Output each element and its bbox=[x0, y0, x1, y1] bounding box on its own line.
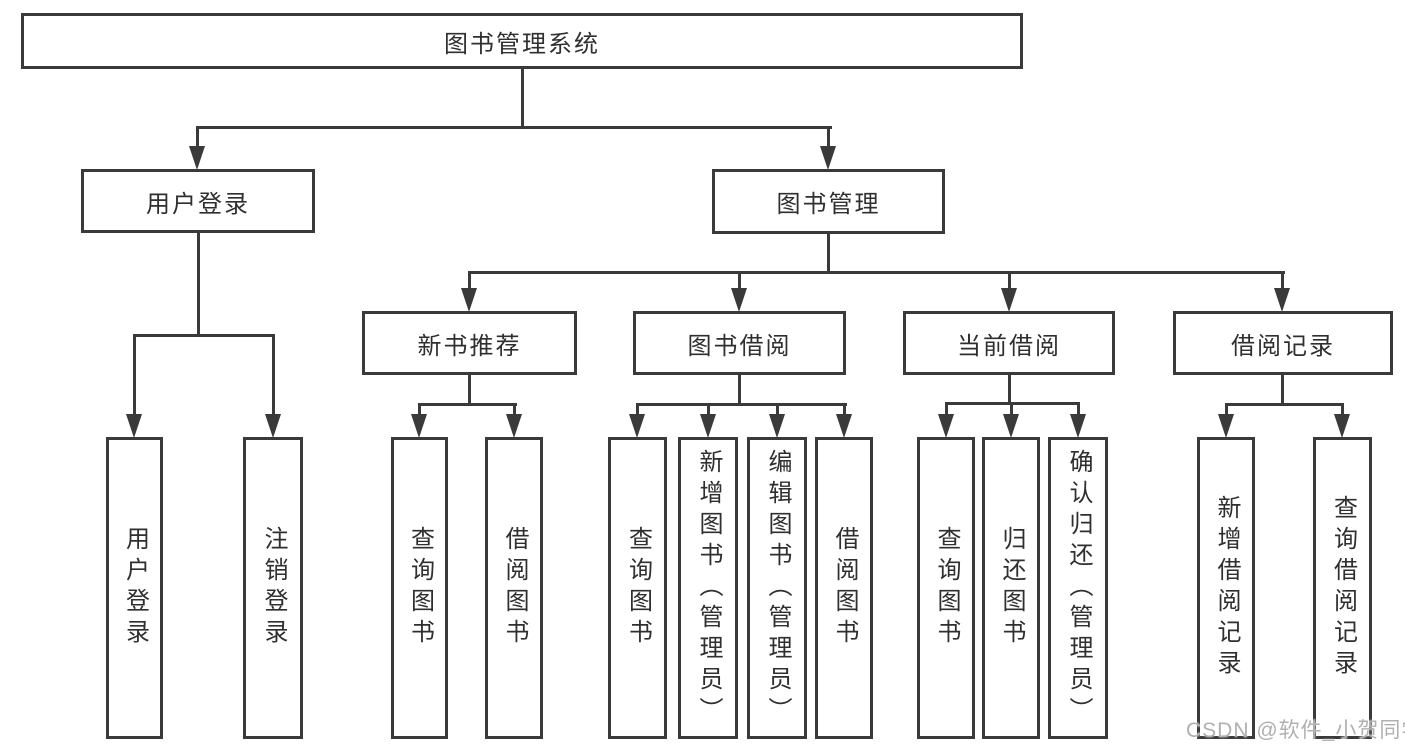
connector-line bbox=[196, 126, 832, 129]
connector-arrow-icon bbox=[1001, 288, 1017, 312]
node-label: 新增图书（管理员） bbox=[695, 448, 722, 728]
connector-arrow-icon bbox=[1003, 414, 1019, 438]
connector-arrow-icon bbox=[1218, 414, 1234, 438]
node-label: 用户登录 bbox=[121, 526, 149, 650]
node-label: 图书管理系统 bbox=[444, 30, 600, 58]
leaf-newrec-borrow-books: 借阅图书 bbox=[485, 437, 543, 739]
watermark: CSDN @软件_小贺同学 bbox=[1186, 719, 1405, 742]
node-label: 编辑图书（管理员） bbox=[764, 448, 791, 728]
connector-line bbox=[468, 375, 471, 406]
connector-arrow-icon bbox=[769, 414, 785, 438]
connector-arrow-icon bbox=[189, 146, 205, 170]
connector-line bbox=[133, 334, 275, 337]
node-label: 借阅图书 bbox=[501, 526, 528, 650]
connector-line bbox=[1008, 271, 1011, 293]
connector-line bbox=[133, 334, 136, 420]
connector-line bbox=[827, 234, 830, 274]
connector-arrow-icon bbox=[938, 414, 954, 438]
connector-line bbox=[843, 403, 846, 419]
connector-line bbox=[1077, 402, 1080, 419]
connector-arrow-icon bbox=[1070, 414, 1086, 438]
node-borrow-records: 借阅记录 bbox=[1173, 311, 1393, 375]
node-label: 注销登录 bbox=[260, 526, 287, 650]
connector-line bbox=[272, 334, 275, 420]
leaf-current-confirm-return-admin: 确认归还（管理员） bbox=[1048, 437, 1108, 739]
node-label: 查询图书 bbox=[406, 526, 434, 650]
connector-arrow-icon bbox=[629, 414, 645, 438]
connector-line bbox=[418, 403, 421, 419]
connector-arrow-icon bbox=[1334, 414, 1350, 438]
connector-arrow-icon bbox=[265, 414, 281, 438]
node-label: 新书推荐 bbox=[417, 332, 522, 360]
node-root: 图书管理系统 bbox=[21, 13, 1023, 69]
connector-arrow-icon bbox=[731, 288, 747, 312]
connector-arrow-icon bbox=[126, 414, 142, 438]
connector-arrow-icon bbox=[820, 146, 836, 170]
connector-line bbox=[636, 403, 639, 419]
node-new-book-recommend: 新书推荐 bbox=[362, 311, 577, 375]
leaf-current-return-books: 归还图书 bbox=[982, 437, 1040, 739]
leaf-current-query-books: 查询图书 bbox=[917, 437, 975, 739]
leaf-borrow-query-books: 查询图书 bbox=[608, 437, 667, 739]
connector-line bbox=[1010, 402, 1013, 419]
connector-line bbox=[1281, 271, 1284, 293]
leaf-newrec-query-books: 查询图书 bbox=[391, 437, 448, 739]
node-label: 当前借阅 bbox=[957, 332, 1061, 360]
node-user-login: 用户登录 bbox=[81, 169, 315, 233]
connector-line bbox=[1341, 403, 1344, 419]
connector-line bbox=[197, 232, 200, 336]
leaf-records-query-record: 查询借阅记录 bbox=[1313, 437, 1372, 739]
connector-arrow-icon bbox=[836, 414, 852, 438]
node-label: 归还图书 bbox=[998, 526, 1025, 650]
leaf-records-add-record: 新增借阅记录 bbox=[1197, 437, 1255, 739]
connector-line bbox=[468, 271, 471, 293]
connector-arrow-icon bbox=[411, 414, 427, 438]
connector-line bbox=[1008, 375, 1011, 405]
connector-line bbox=[707, 403, 710, 419]
connector-line bbox=[636, 403, 847, 406]
leaf-borrow-add-books-admin: 新增图书（管理员） bbox=[678, 437, 738, 739]
leaf-borrow-edit-books-admin: 编辑图书（管理员） bbox=[747, 437, 807, 739]
connector-arrow-icon bbox=[1274, 288, 1290, 312]
leaf-user-login: 用户登录 bbox=[106, 437, 163, 739]
connector-line bbox=[776, 403, 779, 419]
connector-line bbox=[1225, 403, 1344, 406]
leaf-borrow-borrow-books: 借阅图书 bbox=[815, 437, 873, 739]
node-label: 图书借阅 bbox=[687, 332, 792, 360]
node-label: 新增借阅记录 bbox=[1213, 495, 1240, 681]
node-label: 借阅图书 bbox=[831, 526, 858, 650]
node-label: 图书管理 bbox=[776, 191, 881, 218]
connector-line bbox=[1225, 403, 1228, 419]
leaf-logout-login: 注销登录 bbox=[243, 437, 303, 739]
node-label: 确认归还（管理员） bbox=[1065, 448, 1092, 728]
node-label: 查询借阅记录 bbox=[1329, 495, 1357, 681]
connector-line bbox=[827, 126, 830, 152]
connector-line bbox=[468, 271, 1285, 274]
node-book-management: 图书管理 bbox=[712, 169, 945, 234]
connector-line bbox=[738, 271, 741, 293]
connector-arrow-icon bbox=[461, 288, 477, 312]
connector-arrow-icon bbox=[506, 414, 522, 438]
connector-line bbox=[1281, 375, 1284, 406]
connector-line bbox=[513, 403, 516, 419]
node-label: 查询图书 bbox=[624, 526, 652, 650]
connector-line bbox=[738, 375, 741, 406]
connector-line bbox=[196, 126, 199, 152]
connector-line bbox=[521, 68, 524, 128]
node-label: 用户登录 bbox=[146, 190, 250, 218]
node-current-borrow: 当前借阅 bbox=[903, 311, 1115, 375]
connector-line bbox=[418, 403, 517, 406]
node-label: 查询图书 bbox=[933, 526, 960, 650]
node-book-borrow: 图书借阅 bbox=[633, 311, 846, 375]
connector-line bbox=[945, 402, 948, 419]
connector-arrow-icon bbox=[700, 414, 716, 438]
node-label: 借阅记录 bbox=[1231, 332, 1335, 360]
